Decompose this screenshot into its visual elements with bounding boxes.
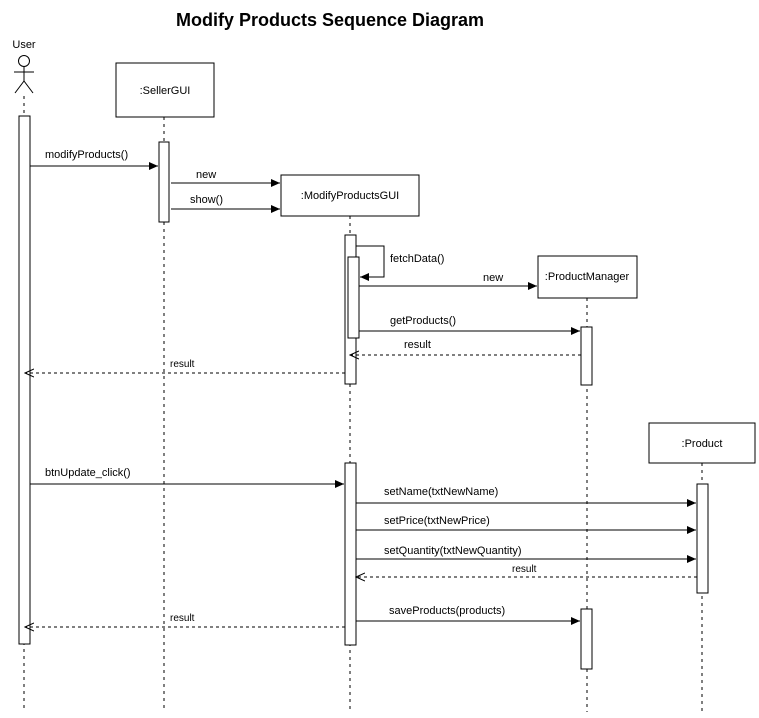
message-label: setPrice(txtNewPrice) bbox=[384, 515, 490, 527]
message-label: btnUpdate_click() bbox=[45, 467, 131, 479]
message-new-product-manager: new bbox=[359, 272, 537, 290]
seller-gui-label: :SellerGUI bbox=[140, 85, 191, 97]
message-show: show() bbox=[171, 194, 280, 213]
message-label: fetchData() bbox=[390, 253, 444, 265]
user-actor: User bbox=[12, 39, 36, 94]
message-label: new bbox=[483, 272, 503, 284]
message-modify-products: modifyProducts() bbox=[30, 149, 158, 170]
return-label: result bbox=[170, 613, 195, 624]
message-new-modify-gui: new bbox=[171, 169, 280, 187]
message-label: show() bbox=[190, 194, 223, 206]
seller-gui-participant: :SellerGUI bbox=[115, 62, 215, 118]
message-label: modifyProducts() bbox=[45, 149, 128, 161]
return-label: result bbox=[170, 359, 195, 370]
return-label: result bbox=[404, 339, 431, 351]
seller-gui-activation-bar bbox=[158, 141, 170, 223]
modify-gui-activation-bar-2 bbox=[344, 462, 357, 646]
return-from-product: result bbox=[356, 564, 697, 577]
return-get-products: result bbox=[350, 339, 581, 355]
message-fetch-data: fetchData() bbox=[356, 245, 444, 281]
product-manager-activation-bar-2 bbox=[580, 608, 593, 670]
modify-products-gui-participant: :ModifyProductsGUI bbox=[280, 174, 420, 217]
product-manager-participant: :ProductManager bbox=[537, 255, 638, 299]
actor-label: User bbox=[12, 39, 36, 51]
message-set-price: setPrice(txtNewPrice) bbox=[356, 515, 696, 534]
message-btn-update-click: btnUpdate_click() bbox=[30, 467, 344, 488]
product-manager-label: :ProductManager bbox=[545, 271, 630, 283]
message-label: setQuantity(txtNewQuantity) bbox=[384, 545, 522, 557]
product-activation-bar bbox=[696, 483, 709, 594]
message-set-quantity: setQuantity(txtNewQuantity) bbox=[356, 545, 696, 563]
message-set-name: setName(txtNewName) bbox=[356, 486, 696, 507]
diagram-title: Modify Products Sequence Diagram bbox=[176, 10, 484, 30]
message-save-products: saveProducts(products) bbox=[356, 605, 580, 625]
return-to-user-2: result bbox=[25, 613, 345, 627]
return-label: result bbox=[512, 564, 537, 575]
modify-products-gui-label: :ModifyProductsGUI bbox=[301, 190, 399, 202]
stick-figure-icon bbox=[14, 55, 34, 94]
product-manager-activation-bar-1 bbox=[580, 326, 593, 386]
fetch-data-activation-bar bbox=[347, 256, 360, 339]
product-label: :Product bbox=[682, 438, 723, 450]
message-label: getProducts() bbox=[390, 315, 456, 327]
message-label: setName(txtNewName) bbox=[384, 486, 498, 498]
message-label: saveProducts(products) bbox=[389, 605, 505, 617]
message-get-products: getProducts() bbox=[359, 315, 580, 335]
return-to-user-1: result bbox=[25, 359, 345, 373]
user-activation-bar bbox=[18, 115, 31, 645]
message-label: new bbox=[196, 169, 216, 181]
product-participant: :Product bbox=[648, 422, 756, 464]
